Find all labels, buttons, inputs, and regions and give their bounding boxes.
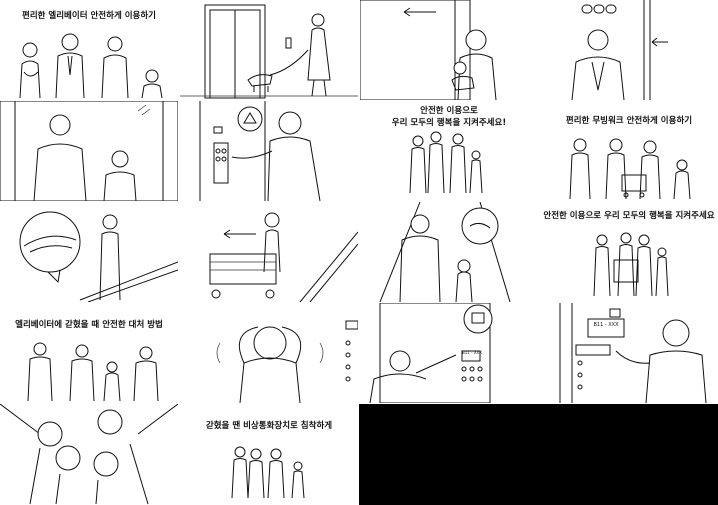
panel-15-emergency-button: B11 - XXX [360, 303, 538, 403]
empty-black-area [359, 404, 718, 505]
call-panel-label-text: B11 - XXX [593, 322, 619, 328]
panel-8-moving-walk-title: 편리한 무빙워크 안전하게 이용하기 [540, 101, 718, 201]
family-looking-up-illustration [0, 404, 178, 505]
caption-safe-use-line1: 안전한 이용으로 [420, 106, 478, 116]
mother-son-illustration [0, 101, 178, 201]
caption-call-calmly: 갇혔을 땐 비상통화장치로 침착하게 [205, 421, 333, 431]
caption-moving-walk-title: 편리한 무빙워크 안전하게 이용하기 [565, 116, 693, 126]
family-illustration [19, 33, 163, 99]
caption-elevator-title: 편리한 엘리베이터 안전하게 이용하기 [22, 11, 156, 21]
family-illustration [27, 342, 159, 402]
family-illustration [409, 131, 483, 194]
panel-2-elevator-dog [180, 0, 358, 100]
panel-18-call-calmly: 갇혔을 땐 비상통화장치로 침착하게 [180, 404, 358, 505]
panel-9-handrail [0, 202, 178, 302]
bell-icon [237, 106, 263, 132]
caption-safe-use-line2: 우리 모두의 행복을 지켜주세요! [391, 118, 507, 128]
person-holding-head-illustration [216, 320, 358, 403]
emergency-call-panel-illustration [559, 303, 707, 403]
pressing-elevator-button-illustration [199, 101, 321, 201]
holding-handrail-illustration [19, 211, 178, 302]
pressing-emergency-button-illustration [369, 303, 493, 403]
bell-icon [471, 312, 485, 324]
left-arrow-icon [403, 7, 411, 17]
panel-11-mother-son-escalator [360, 202, 538, 302]
family-with-cart-illustration [569, 138, 691, 200]
panel-12-safe-use-cart: 안전한 이용으로 우리 모두의 행복을 지켜주세요 [540, 202, 718, 302]
panel-4-man-elevator [540, 0, 718, 100]
floor-label [461, 350, 481, 362]
caption-safe-use-cart: 안전한 이용으로 우리 모두의 행복을 지켜주세요 [543, 211, 715, 221]
panel-3-mother-elevator [360, 0, 538, 100]
left-arrow-icon [651, 37, 658, 47]
mother-son-escalator-illustration [379, 202, 511, 302]
elevator-door-illustration [180, 4, 358, 99]
panel-10-cart-moving-walk [180, 202, 358, 302]
panel-13-trapped-title: 엘리베이터에 갇혔을 때 안전한 대처 방법 [0, 303, 178, 403]
panel-17-family-looking-up [0, 404, 178, 505]
panel-7-safe-use-family: 안전한 이용으로 우리 모두의 행복을 지켜주세요! [360, 101, 538, 201]
cart-on-moving-walk-illustration [209, 212, 358, 302]
man-elevator-illustration [571, 0, 668, 100]
family-with-cart-illustration [593, 232, 669, 297]
mother-child-elevator-illustration [360, 0, 497, 100]
family-illustration [231, 446, 305, 499]
panel-1-family-title: 편리한 엘리베이터 안전하게 이용하기 [0, 0, 178, 100]
caption-trapped-method: 엘리베이터에 갇혔을 때 안전한 대처 방법 [15, 320, 163, 330]
panel-14-stay-calm [180, 303, 358, 403]
bell-icon [609, 308, 621, 318]
panel-5-mother-son [0, 101, 178, 201]
panel-16-call-panel: B11 - XXX [540, 303, 718, 403]
floor-label-text: B11 - XXX [461, 350, 483, 355]
left-arrow-icon [223, 229, 231, 239]
panel-6-button-press [180, 101, 358, 201]
